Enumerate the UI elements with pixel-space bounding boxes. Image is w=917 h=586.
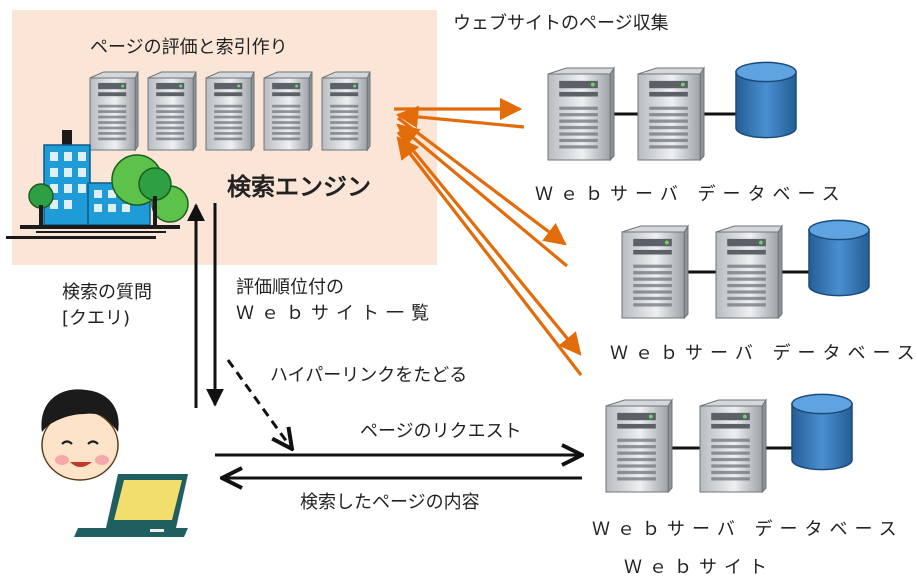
server-icon: [621, 224, 689, 320]
hyperlink-arrow: [226, 359, 292, 449]
crawl-arrow-in-3: [396, 136, 583, 376]
database-icon: [791, 393, 853, 471]
user-icon: [41, 389, 119, 481]
query-label-line2: [クエリ): [62, 308, 131, 329]
server-icon: [147, 71, 197, 152]
collect-label: ウェブサイトのページ収集: [453, 13, 669, 34]
server-icon: [321, 71, 371, 152]
query-label-line1: 検索の質問: [62, 282, 152, 303]
server-icon: [605, 398, 673, 494]
crawl-arrow-in-2: [396, 123, 569, 268]
crawl-arrows: [394, 97, 583, 376]
server-caption-1: Ｗｅｂサーバ データベース: [535, 184, 847, 205]
server-caption-2: Ｗｅｂサーバ データベース: [610, 343, 917, 364]
database-icon: [808, 219, 870, 297]
server-icon: [715, 224, 783, 320]
crawl-arrow-in-1: [395, 105, 525, 129]
website-label: Ｗｅｂサイト: [624, 557, 774, 578]
engine-caption: ページの評価と索引作り: [90, 37, 288, 58]
server-icon: [89, 71, 139, 152]
engine-server-group: [89, 71, 371, 152]
laptop-icon: [74, 474, 188, 537]
crawl-arrow-out-3: [396, 130, 582, 356]
user-arrows: [187, 203, 582, 478]
ranked-label-line1: 評価順位付の: [236, 277, 344, 298]
crawl-arrow-out-2: [397, 116, 567, 246]
server-icon: [205, 71, 255, 152]
web-server-group: [605, 393, 853, 494]
web-server-group: [547, 61, 797, 162]
server-caption-3: Ｗｅｂサーバ データベース: [592, 519, 904, 540]
hyperlink-label: ハイパーリンクをたどる: [270, 365, 468, 386]
server-icon: [699, 398, 767, 494]
server-icon: [547, 66, 615, 162]
tree-icon: [28, 154, 189, 226]
request-label: ページのリクエスト: [360, 421, 522, 442]
web-server-groups: [547, 61, 870, 494]
server-icon: [263, 71, 313, 152]
ranked-label-line2: Ｗｅｂサイト一覧: [236, 303, 436, 324]
content-label: 検索したページの内容: [300, 492, 480, 513]
database-icon: [735, 61, 797, 139]
engine-name: 検索エンジン: [227, 173, 371, 201]
web-server-group: [621, 219, 870, 320]
server-icon: [637, 66, 705, 162]
